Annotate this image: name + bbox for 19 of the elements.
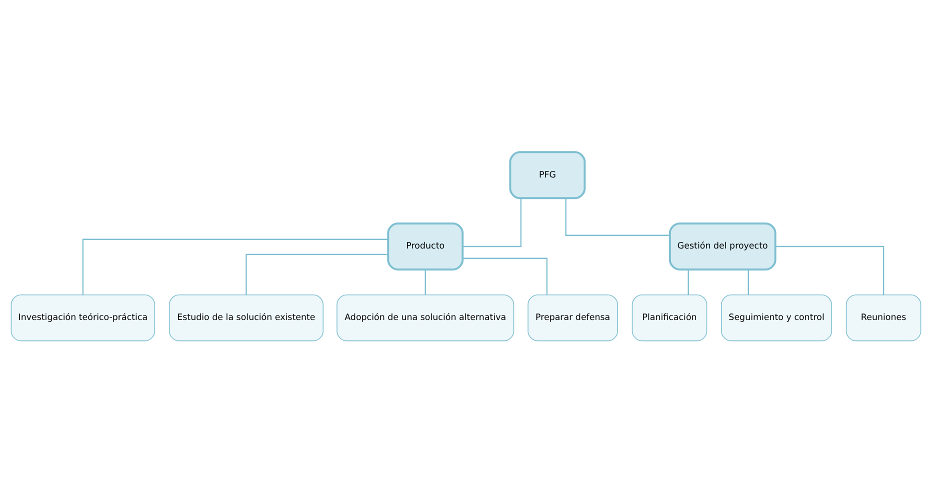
node-box: Producto [387, 222, 464, 270]
node-box: Preparar defensa [528, 294, 618, 341]
node-box: Estudio de la solución existente [168, 294, 324, 341]
node-box: Reuniones [846, 294, 922, 341]
connector [424, 269, 426, 294]
node-box: Planificación [632, 294, 708, 341]
connector [462, 257, 548, 294]
connector [246, 253, 388, 294]
connector [748, 269, 749, 294]
connector [776, 245, 884, 294]
node-box: Investigación teórico-práctica [10, 294, 156, 341]
connector [82, 238, 388, 294]
connector [462, 198, 522, 247]
node-box: Adopción de una solución alternativa [336, 294, 514, 341]
connector [565, 198, 670, 236]
connector [688, 269, 689, 294]
node-box: Seguimiento y control [721, 294, 832, 341]
node-box: PFG [509, 150, 586, 199]
node-box: Gestión del proyecto [668, 222, 776, 270]
